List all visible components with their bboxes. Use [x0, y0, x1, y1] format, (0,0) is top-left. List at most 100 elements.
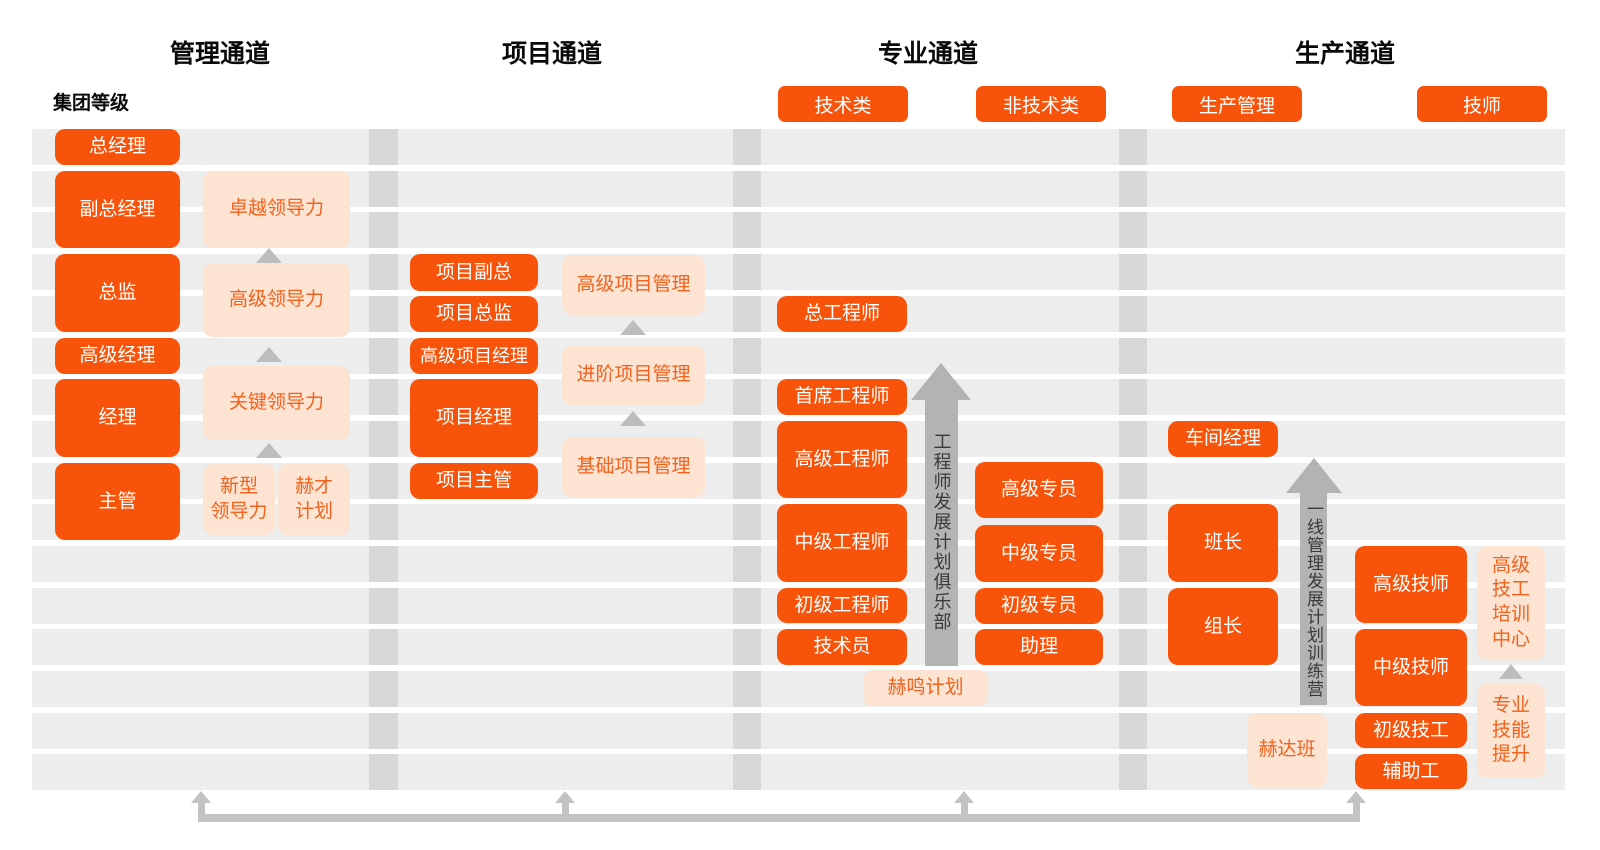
channel-divider-segment [1119, 212, 1147, 248]
position-manager: 经理 [55, 379, 180, 457]
channel-divider-segment [1119, 421, 1147, 457]
position-senior-technician: 高级技师 [1355, 546, 1467, 623]
up-arrow-icon [191, 791, 211, 803]
channel-divider-segment [733, 463, 761, 499]
program-senior-leadership: 高级领导力 [203, 263, 350, 337]
bottom-connector-riser [1353, 803, 1360, 814]
channel-divider-segment [369, 754, 398, 790]
channel-divider-segment [369, 212, 398, 248]
channel-divider-segment [369, 296, 398, 332]
badge-technician: 技师 [1417, 86, 1547, 122]
badge-production-management: 生产管理 [1172, 86, 1302, 122]
program-new-leadership: 新型 领导力 [203, 464, 275, 535]
level-row-stripe [32, 129, 1565, 165]
position-senior-engineer: 高级工程师 [777, 421, 907, 498]
channel-divider-segment [733, 588, 761, 624]
program-heda-class: 赫达班 [1247, 713, 1327, 787]
bottom-connector-riser [562, 803, 569, 814]
channel-title-professional: 专业通道 [877, 40, 978, 68]
badge-non-technical: 非技术类 [976, 86, 1106, 122]
position-director: 总监 [55, 254, 180, 332]
channel-divider-segment [369, 379, 398, 415]
program-key-leadership: 关键领导力 [203, 366, 350, 440]
position-senior-project-manager: 高级项目经理 [410, 338, 538, 374]
channel-divider-segment [733, 671, 761, 707]
channel-divider-segment [1119, 463, 1147, 499]
channel-divider-segment [1119, 754, 1147, 790]
program-advanced-project-management: 高级项目管理 [562, 255, 705, 315]
level-row-stripe [32, 713, 1565, 749]
channel-divider-segment [1119, 588, 1147, 624]
position-supervisor: 主管 [55, 463, 180, 540]
position-mid-technician: 中级技师 [1355, 629, 1467, 706]
up-arrow-icon [555, 791, 575, 803]
position-project-supervisor: 项目主管 [410, 463, 538, 499]
position-assistant: 助理 [975, 629, 1103, 665]
program-excellent-leadership: 卓越领导力 [203, 171, 350, 248]
channel-divider-segment [369, 338, 398, 374]
position-senior-manager: 高级经理 [55, 338, 180, 374]
channel-divider-segment [369, 713, 398, 749]
group-level-label: 集团等级 [53, 93, 130, 114]
channel-divider-segment [1119, 713, 1147, 749]
channel-divider-segment [733, 129, 761, 165]
channel-title-management: 管理通道 [169, 40, 270, 68]
channel-divider-segment [1119, 129, 1147, 165]
channel-divider-segment [369, 588, 398, 624]
program-skill-upgrade: 专业 技能 提升 [1477, 684, 1545, 778]
engineer-club-arrow-shaft [925, 400, 958, 666]
level-row-stripe [32, 754, 1565, 790]
position-general-manager: 总经理 [55, 129, 180, 165]
frontline-camp-arrow-label: 一线管理发展计划训练营 [1304, 500, 1323, 698]
program-hecai-plan: 赫才 计划 [278, 464, 350, 535]
program-basic-project-management: 基础项目管理 [562, 437, 705, 497]
bottom-connector-riser [961, 803, 968, 814]
channel-divider-segment [369, 171, 398, 207]
position-project-manager: 项目经理 [410, 379, 538, 457]
frontline-camp-arrow-shaft [1300, 493, 1327, 705]
channel-divider-segment [369, 421, 398, 457]
channel-divider-segment [733, 171, 761, 207]
position-project-director: 项目总监 [410, 296, 538, 332]
position-shift-leader: 班长 [1168, 504, 1278, 582]
channel-divider-segment [369, 504, 398, 540]
channel-divider-segment [1119, 629, 1147, 665]
up-arrow-icon [1346, 791, 1366, 803]
channel-divider-segment [1119, 171, 1147, 207]
channel-divider-segment [733, 504, 761, 540]
channel-divider-segment [369, 671, 398, 707]
up-arrow-icon [1499, 664, 1523, 679]
frontline-camp-arrow-head [1286, 458, 1342, 493]
bottom-connector-line [198, 814, 1360, 822]
engineer-club-arrow-label: 工程师发展计划俱乐部 [931, 432, 952, 632]
channel-divider-segment [369, 629, 398, 665]
channel-divider-segment [1119, 254, 1147, 290]
channel-divider-segment [733, 254, 761, 290]
position-mid-engineer: 中级工程师 [777, 504, 907, 582]
channel-divider-segment [733, 296, 761, 332]
up-arrow-icon [256, 248, 282, 263]
channel-divider-segment [1119, 379, 1147, 415]
channel-divider-segment [369, 546, 398, 582]
level-row-stripe [32, 671, 1565, 707]
up-arrow-icon [256, 347, 282, 362]
channel-title-project: 项目通道 [501, 40, 602, 68]
channel-divider-segment [733, 629, 761, 665]
position-auxiliary-worker: 辅助工 [1355, 754, 1467, 789]
channel-divider-segment [1119, 671, 1147, 707]
channel-title-production: 生产通道 [1294, 40, 1395, 68]
channel-divider-segment [1119, 504, 1147, 540]
channel-divider-segment [733, 338, 761, 374]
position-chief-engineer: 总工程师 [777, 296, 907, 332]
position-junior-worker: 初级技工 [1355, 713, 1467, 748]
position-mid-specialist: 中级专员 [975, 525, 1103, 582]
up-arrow-icon [256, 443, 282, 458]
position-senior-specialist: 高级专员 [975, 462, 1103, 518]
channel-divider-segment [733, 546, 761, 582]
program-heming-plan: 赫鸣计划 [863, 670, 988, 706]
channel-divider-segment [369, 129, 398, 165]
channel-divider-segment [1119, 296, 1147, 332]
channel-divider-segment [733, 421, 761, 457]
position-principal-engineer: 首席工程师 [777, 379, 907, 415]
